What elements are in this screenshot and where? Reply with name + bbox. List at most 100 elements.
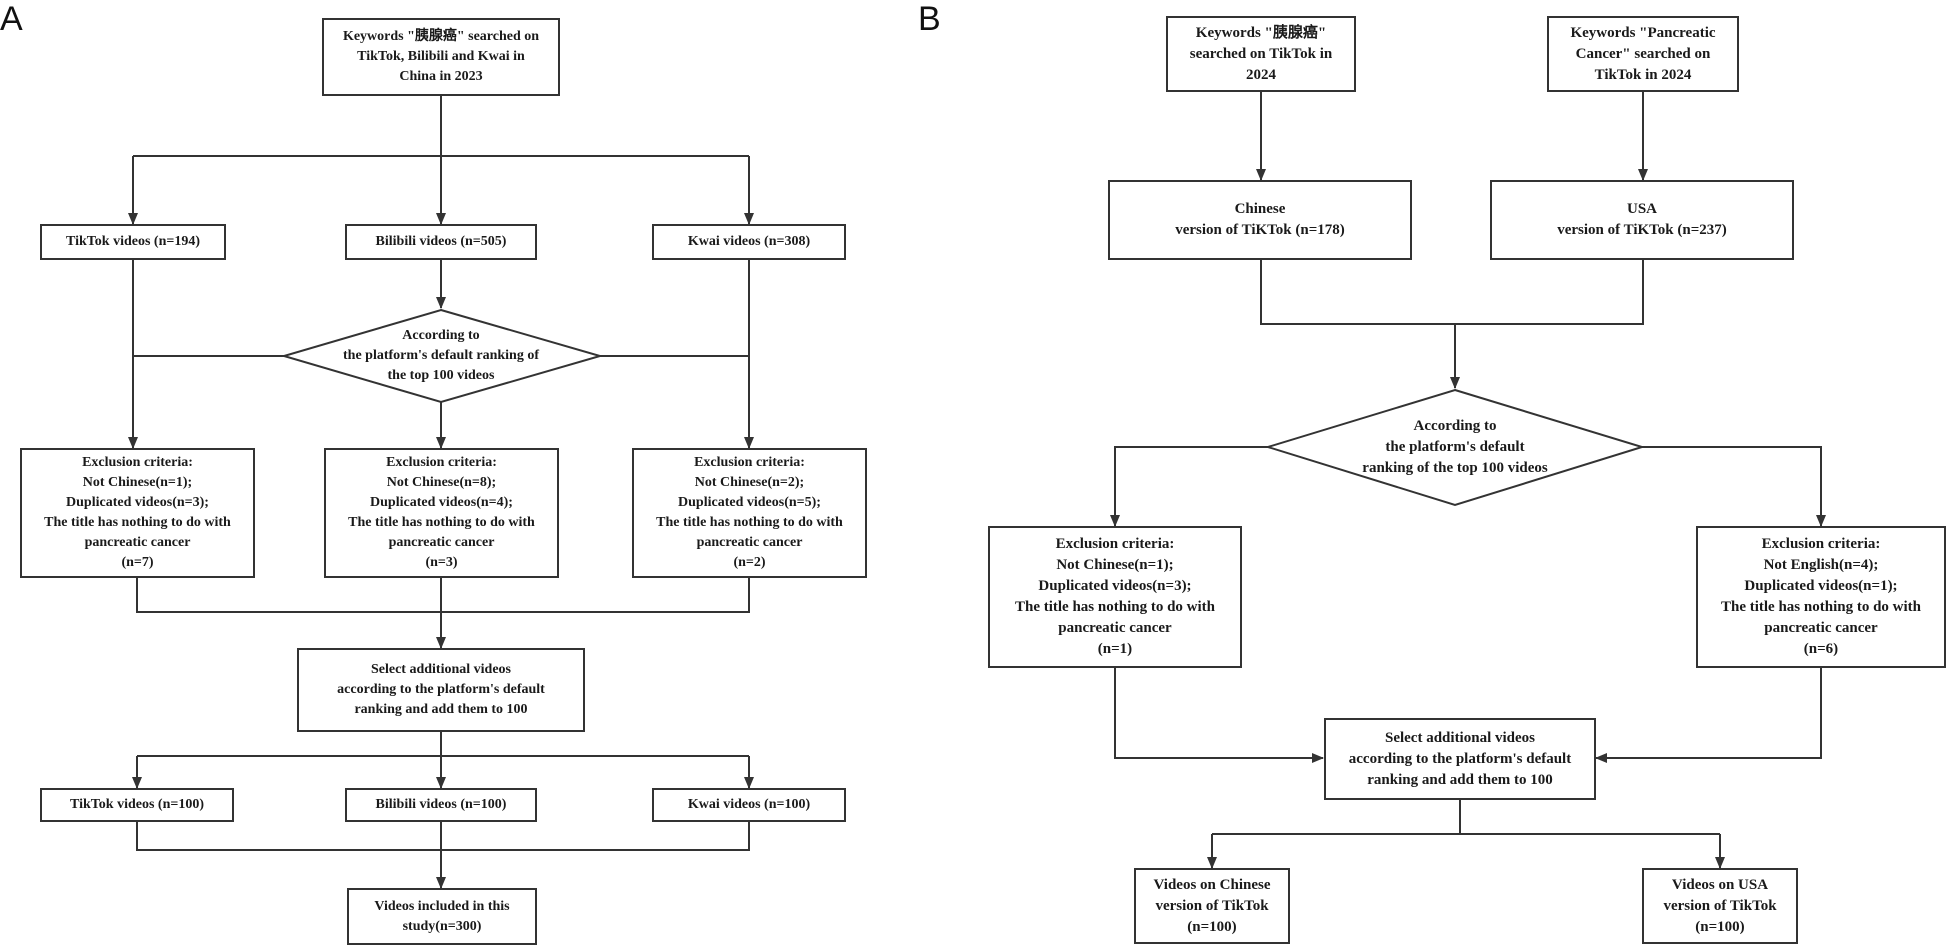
b-exclusion-box-chinese: Exclusion criteria: Not Chinese(n=1); Du… (988, 526, 1242, 668)
b-arrow-right-exclusion-to-select (1595, 668, 1822, 763)
b-versions-merge (1260, 260, 1644, 325)
a-included-box: Videos included in this study(n=300) (347, 888, 537, 945)
a-platform-tiktok-box: TikTok videos (n=194) (40, 224, 226, 260)
a-decision-line-3: the top 100 videos (387, 368, 495, 383)
b-final-1-line-2: version of TikTok (1155, 897, 1269, 914)
a-final-bilibili-label: Bilibili videos (n=100) (375, 797, 507, 812)
b-select-line-3: ranking and add them to 100 (1367, 771, 1553, 788)
b-final-2-line-1: Videos on USA (1671, 876, 1769, 893)
b-final-2-line-2: version of TikTok (1663, 897, 1777, 914)
a-final-kwai-label: Kwai videos (n=100) (687, 797, 811, 812)
b-arrow-left-exclusion-to-select (1114, 668, 1324, 763)
a-exclusion-1-line-3: Duplicated videos(n=3); (66, 495, 209, 510)
a-exclusion-3-line-4: The title has nothing to do with (656, 515, 843, 530)
b-exclusion-2-line-6: (n=6) (1803, 641, 1839, 657)
a-exclusion-2-line-6: (n=3) (425, 555, 458, 570)
a-exclusion-box-tiktok: Exclusion criteria: Not Chinese(n=1); Du… (20, 448, 255, 578)
b-exclusion-1-line-3: Duplicated videos(n=3); (1038, 578, 1192, 594)
b-decision-text: According to the platform's default rank… (1296, 412, 1614, 482)
b-arrow-decision-to-left-exclusion (1110, 446, 1268, 527)
a-start-line-2: TikTok, Bilibili and Kwai in (357, 49, 525, 64)
a-exclusion-box-bilibili: Exclusion criteria: Not Chinese(n=8); Du… (324, 448, 559, 578)
a-final-bilibili-box: Bilibili videos (n=100) (345, 788, 537, 822)
a-platform-bilibili-label: Bilibili videos (n=505) (375, 234, 507, 249)
a-exclusion-1-line-5: pancreatic cancer (84, 535, 191, 550)
b-keyword-english-box: Keywords "Pancreatic Cancer" searched on… (1547, 16, 1739, 92)
a-final-tiktok-label: TikTok videos (n=100) (69, 797, 205, 812)
a-decision-diamond (280, 308, 604, 404)
a-exclusion-2-line-1: Exclusion criteria: (386, 455, 497, 470)
a-decision-text: According to the platform's default rank… (300, 322, 582, 390)
b-exclusion-2-line-3: Duplicated videos(n=1); (1744, 578, 1898, 594)
a-decision-line-1: According to (402, 328, 480, 343)
b-exclusion-2-line-2: Not English(n=4); (1763, 557, 1879, 573)
b-exclusion-2-line-1: Exclusion criteria: (1761, 536, 1881, 552)
b-decision-line-3: ranking of the top 100 videos (1362, 459, 1548, 476)
b-chinese-version-line-1: Chinese (1234, 201, 1286, 217)
b-keyword-2-line-3: TikTok in 2024 (1594, 66, 1692, 83)
b-exclusion-2-line-4: The title has nothing to do with (1720, 599, 1922, 615)
b-final-1-line-1: Videos on Chinese (1153, 876, 1271, 893)
a-platform-kwai-box: Kwai videos (n=308) (652, 224, 846, 260)
a-start-line-1: Keywords "胰腺癌" searched on (342, 29, 540, 44)
a-select-line-2: according to the platform's default (337, 682, 545, 697)
a-exclusion-2-line-3: Duplicated videos(n=4); (370, 495, 513, 510)
b-keyword-2-line-1: Keywords "Pancreatic (1570, 24, 1716, 41)
b-arrow-decision-to-right-exclusion (1642, 446, 1826, 527)
a-exclusion-2-line-5: pancreatic cancer (388, 535, 495, 550)
a-final-kwai-box: Kwai videos (n=100) (652, 788, 846, 822)
b-exclusion-box-usa: Exclusion criteria: Not English(n=4); Du… (1696, 526, 1946, 668)
a-select-box: Select additional videos according to th… (297, 648, 585, 732)
a-start-line-3: China in 2023 (399, 69, 483, 84)
b-usa-version-box: USA version of TiKTok (n=237) (1490, 180, 1794, 260)
a-platform-tiktok-label: TikTok videos (n=194) (65, 234, 201, 249)
a-exclusion-3-line-1: Exclusion criteria: (694, 455, 805, 470)
a-exclusion-1-line-6: (n=7) (121, 555, 154, 570)
b-select-line-1: Select additional videos (1384, 729, 1535, 746)
b-exclusion-1-line-2: Not Chinese(n=1); (1056, 557, 1174, 573)
a-platform-bilibili-box: Bilibili videos (n=505) (345, 224, 537, 260)
a-included-line-1: Videos included in this (374, 898, 510, 914)
a-decision-line-2: the platform's default ranking of (343, 348, 539, 363)
a-start-box: Keywords "胰腺癌" searched on TikTok, Bilib… (322, 18, 560, 96)
a-exclusion-2-line-2: Not Chinese(n=8); (386, 475, 497, 490)
b-usa-version-line-2: version of TiKTok (n=237) (1557, 222, 1727, 238)
b-exclusion-1-line-1: Exclusion criteria: (1055, 536, 1175, 552)
a-platform-kwai-label: Kwai videos (n=308) (687, 234, 811, 249)
b-decision-diamond (1264, 388, 1646, 507)
b-select-line-2: according to the platform's default (1348, 750, 1572, 767)
a-exclusion-2-line-4: The title has nothing to do with (348, 515, 535, 530)
b-final-2-line-3: (n=100) (1695, 918, 1745, 935)
a-final-tiktok-box: TikTok videos (n=100) (40, 788, 234, 822)
b-decision-line-2: the platform's default (1385, 438, 1525, 455)
a-exclusion-1-line-1: Exclusion criteria: (82, 455, 193, 470)
b-keyword-1-line-3: 2024 (1246, 66, 1276, 83)
b-usa-version-line-1: USA (1626, 201, 1657, 217)
b-final-1-line-3: (n=100) (1187, 918, 1237, 935)
a-select-line-1: Select additional videos (370, 662, 511, 677)
panel-b-label: B (918, 0, 941, 38)
a-exclusion-merge (136, 578, 750, 613)
a-exclusion-3-line-3: Duplicated videos(n=5); (678, 495, 821, 510)
a-exclusion-3-line-2: Not Chinese(n=2); (694, 475, 805, 490)
a-exclusion-1-line-4: The title has nothing to do with (44, 515, 231, 530)
b-keyword-1-line-1: Keywords "胰腺癌" (1195, 24, 1327, 41)
b-keyword-1-line-2: searched on TikTok in (1189, 45, 1333, 62)
b-keyword-2-line-2: Cancer" searched on (1575, 45, 1711, 62)
a-exclusion-3-line-5: pancreatic cancer (696, 535, 803, 550)
b-final-usa-box: Videos on USA version of TikTok (n=100) (1642, 868, 1798, 944)
b-chinese-version-line-2: version of TiKTok (n=178) (1175, 222, 1345, 238)
a-exclusion-3-line-6: (n=2) (733, 555, 766, 570)
a-final-merge (136, 822, 750, 851)
a-exclusion-box-kwai: Exclusion criteria: Not Chinese(n=2); Du… (632, 448, 867, 578)
a-exclusion-1-line-2: Not Chinese(n=1); (82, 475, 193, 490)
panel-a-label: A (0, 0, 23, 38)
b-select-box: Select additional videos according to th… (1324, 718, 1596, 800)
b-exclusion-2-line-5: pancreatic cancer (1764, 620, 1878, 636)
b-keyword-chinese-box: Keywords "胰腺癌" searched on TikTok in 202… (1166, 16, 1356, 92)
a-select-line-3: ranking and add them to 100 (354, 702, 528, 717)
b-final-chinese-box: Videos on Chinese version of TikTok (n=1… (1134, 868, 1290, 944)
b-select-merge (1212, 800, 1720, 835)
